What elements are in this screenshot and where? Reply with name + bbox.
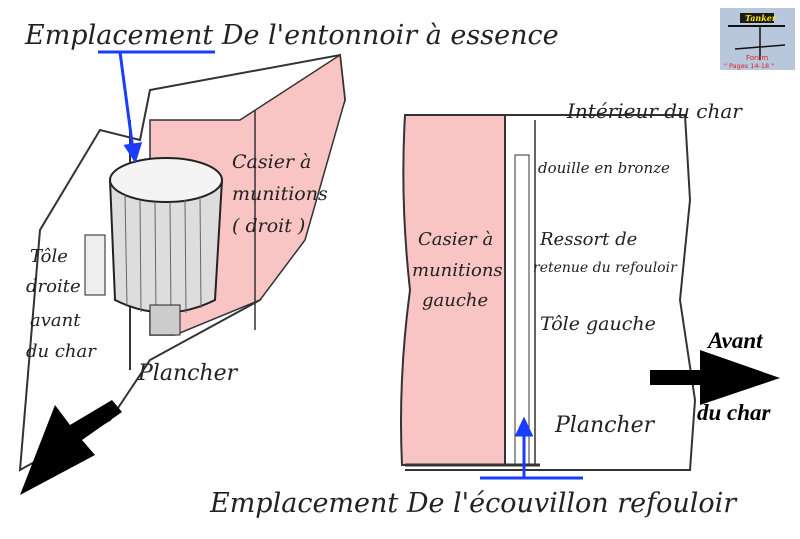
label-plancher-left: Plancher [137,361,239,386]
arrow-down-left-icon [20,400,122,495]
blue-pointer-top [98,50,215,164]
label-interieur: Intérieur du char [566,99,743,123]
label-tole-droite: du char [26,341,97,362]
label-casier-droit: Casier à [232,151,311,173]
label-ressort: Ressort de [539,229,637,250]
label-casier-droit: ( droit ) [232,215,305,237]
label-avant: Avant [706,328,763,353]
label-casier-gauche: munitions [412,260,503,281]
label-tole-droite: Tôle [30,246,68,267]
label-plancher-right: Plancher [554,413,656,438]
title-top: Emplacement De l'entonnoir à essence [24,20,559,51]
tanker-forum-logo: Tanker Forum " Pages 14-18 " [720,8,795,70]
label-tole-gauche: Tôle gauche [540,313,656,335]
casier-gauche-panel [400,114,506,466]
label-du-char: du char [697,400,772,425]
title-bottom: Emplacement De l'écouvillon refouloir [209,488,738,519]
blue-pointer-bottom [480,416,583,480]
label-ressort: retenue du refouloir [533,260,678,276]
label-tole-droite: avant [30,310,81,331]
label-casier-droit: munitions [232,183,328,205]
logo-name: Tanker [745,13,777,23]
interior-outline [405,114,697,471]
arrow-right-icon [650,350,780,405]
label-tole-droite: droite [26,276,81,297]
label-douille: douille en bronze [538,159,670,177]
refouloir-rod [514,154,530,466]
fuel-funnel-can [84,157,224,336]
label-casier-gauche: gauche [422,290,488,311]
label-casier-gauche: Casier à [418,229,493,250]
logo-line2: " Pages 14-18 " [724,62,774,70]
logo-line1: Forum [746,54,768,62]
